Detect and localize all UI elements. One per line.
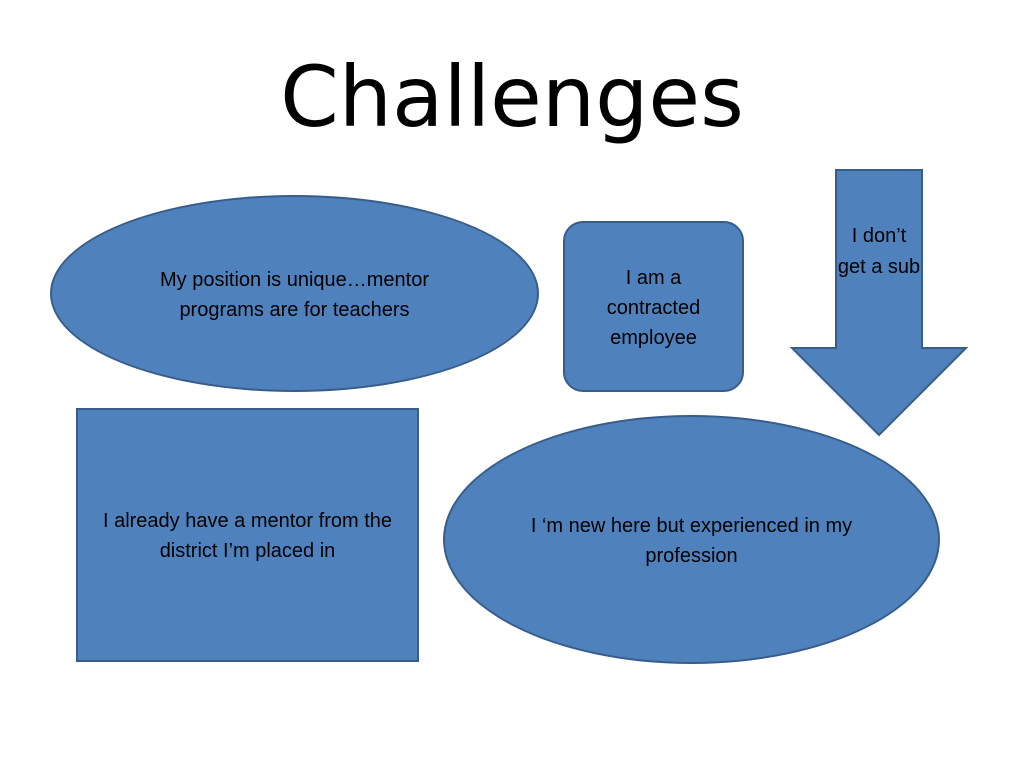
down-arrow-icon <box>789 169 969 437</box>
oval-shape-unique-position: My position is unique…mentor programs ar… <box>50 195 539 392</box>
rectangle-shape-existing-mentor: I already have a mentor from the distric… <box>76 408 419 662</box>
down-arrow-text: I don’t get a sub <box>837 225 921 278</box>
oval-shape-new-but-experienced: I ‘m new here but experienced in my prof… <box>443 415 940 664</box>
rounded-box-contracted-employee-text: I am a contracted employee <box>606 267 701 349</box>
rounded-box-contracted-employee: I am a contracted employee <box>563 221 744 392</box>
oval-shape-unique-position-text: My position is unique…mentor programs ar… <box>159 269 429 321</box>
oval-shape-new-but-experienced-text: I ‘m new here but experienced in my prof… <box>530 515 853 567</box>
down-arrow-shape: I don’t get a sub <box>789 169 969 437</box>
rectangle-shape-existing-mentor-text: I already have a mentor from the distric… <box>102 510 393 562</box>
slide-title: Challenges <box>280 48 744 146</box>
